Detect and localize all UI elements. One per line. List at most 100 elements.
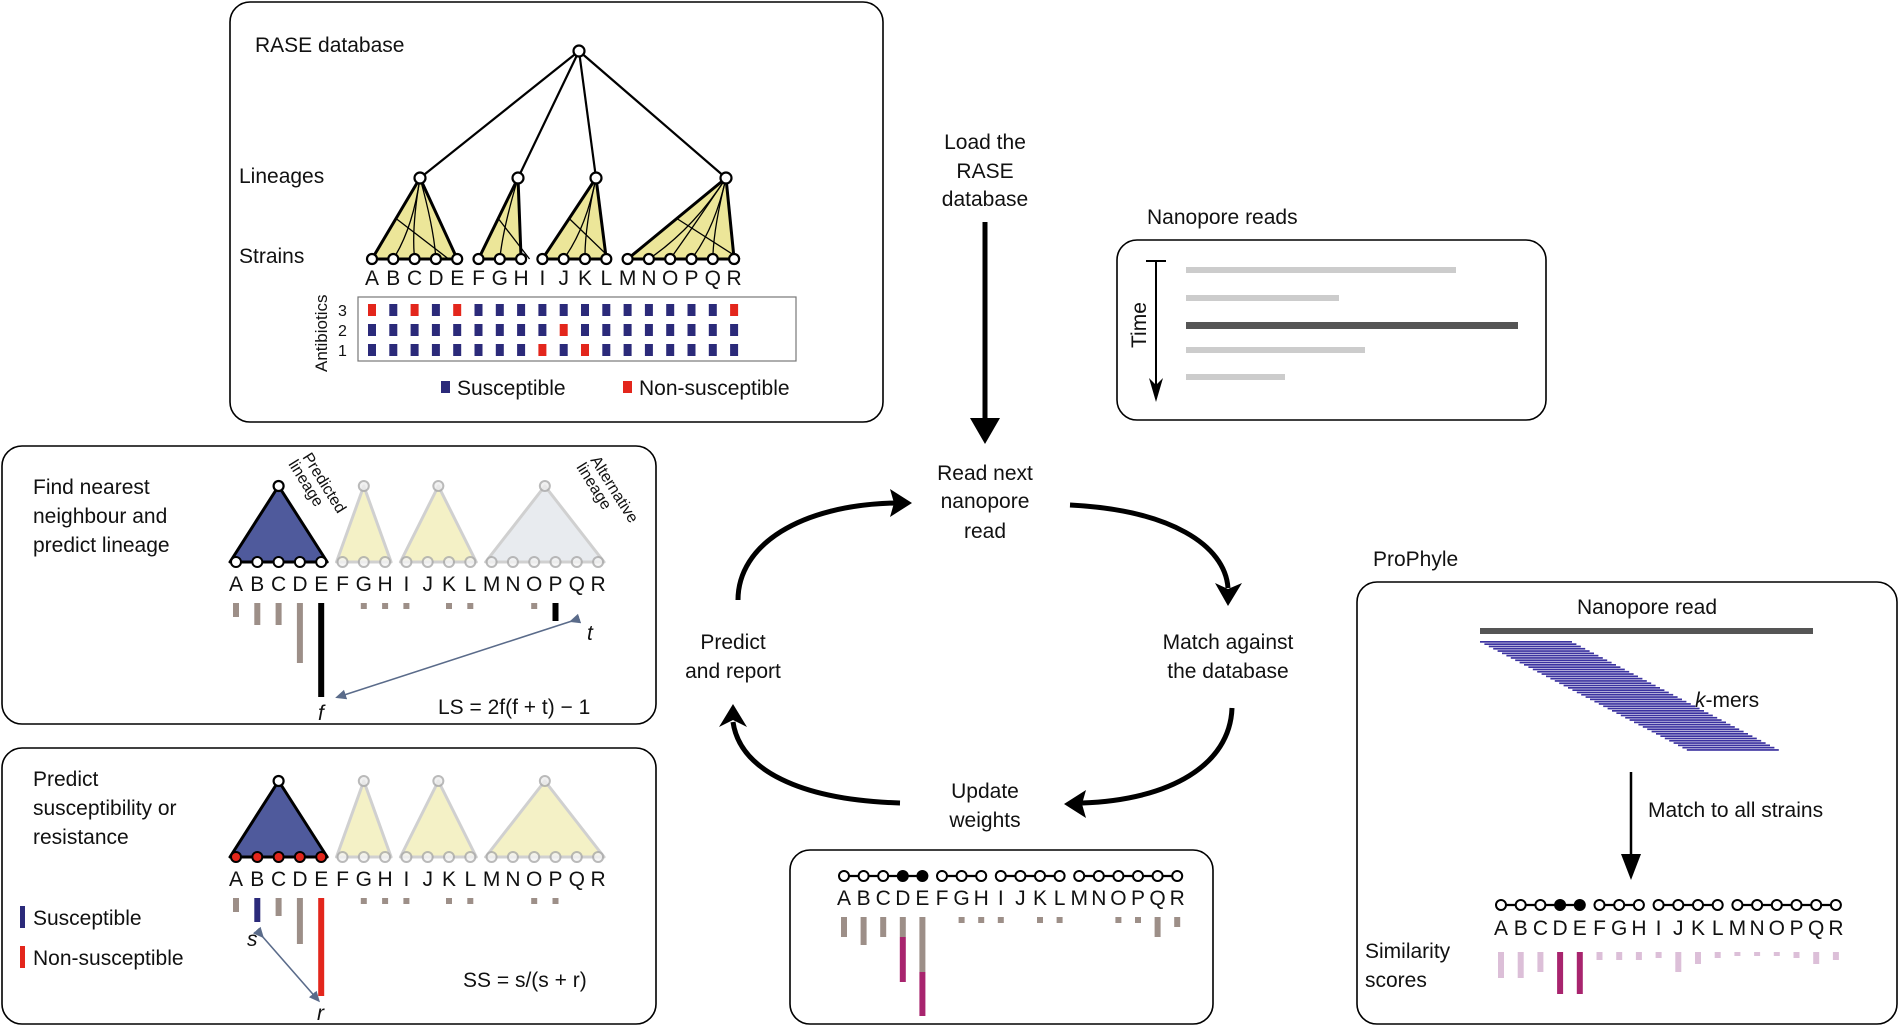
kmer-31 — [1612, 710, 1704, 712]
row-node-l — [1053, 870, 1066, 882]
lineage-f-label: f — [318, 702, 326, 725]
matrix-cell-3-q — [708, 304, 717, 316]
strain-letter-l: L — [464, 868, 476, 891]
kmer-38 — [1642, 726, 1735, 728]
legend-non-susceptible-swatch — [623, 381, 632, 393]
matrix-cell-1-l — [602, 344, 611, 356]
bar-g — [360, 898, 367, 904]
kmer-32 — [1616, 712, 1709, 714]
lineage-node-2 — [511, 171, 525, 185]
row-node-d — [1554, 899, 1567, 911]
faded-strain-node-h — [379, 556, 392, 568]
matrix-cell-2-p — [687, 324, 696, 336]
bar-i — [403, 898, 410, 904]
update-weights-line-1: Update — [951, 780, 1019, 803]
strain-letter-l: L — [1054, 887, 1066, 910]
strain-letter-i: I — [403, 573, 409, 596]
strain-letter-e: E — [1573, 917, 1587, 940]
sim-bar-f — [1596, 952, 1603, 960]
kmer-44 — [1669, 739, 1762, 742]
faded-strain-node-m — [485, 556, 498, 568]
matrix-cell-2-g — [495, 324, 504, 336]
kmer-17 — [1550, 677, 1643, 680]
strain-letter-d: D — [292, 573, 307, 596]
faded-strain-node-q — [570, 556, 583, 568]
strain-node-i — [536, 252, 549, 266]
kmers-rest: -mers — [1706, 689, 1760, 712]
legend-susceptible-label: Susceptible — [457, 377, 566, 400]
kmer-42 — [1660, 735, 1753, 737]
bar-a — [233, 603, 239, 617]
strain-node-m — [621, 252, 634, 266]
strain-letter-m: M — [483, 573, 501, 596]
row-node-i — [994, 870, 1007, 882]
workflow-cycle: Load the RASE database Read next nanopor… — [685, 131, 1293, 832]
strain-letter-q: Q — [569, 868, 585, 891]
faded-strain-node-n — [506, 556, 519, 568]
matrix-cell-1-g — [495, 344, 504, 356]
bar-r — [1174, 917, 1181, 927]
matrix-cell-1-n — [644, 344, 653, 356]
kmer-10 — [1519, 661, 1612, 664]
lineage-node-1 — [413, 171, 427, 185]
similarity-label-line-2: scores — [1365, 969, 1427, 992]
susceptibility-title-line-1: Predict — [33, 768, 99, 791]
row-node-m — [1073, 870, 1086, 882]
nanopore-read-5 — [1186, 374, 1285, 380]
strain-letter-p: P — [1789, 917, 1803, 940]
matrix-cell-1-b — [389, 344, 398, 356]
row-node-r — [1829, 899, 1842, 911]
strain-letter-k: K — [578, 267, 592, 290]
strain-letter-m: M — [619, 267, 637, 290]
kmer-46 — [1678, 744, 1770, 747]
strain-letter-a: A — [1494, 917, 1508, 940]
kmer-19 — [1559, 682, 1652, 685]
matrix-cell-2-i — [538, 324, 547, 336]
nanopore-read-2 — [1186, 295, 1339, 301]
lineages-label: Lineages — [239, 165, 324, 188]
row-node-k — [1034, 870, 1046, 882]
predicted-strain-node-c — [272, 851, 285, 863]
strain-node-r — [727, 252, 741, 266]
match-strains-arrow-head — [1621, 854, 1641, 880]
bar-d — [296, 898, 303, 944]
strain-letter-c: C — [1533, 917, 1548, 940]
row-node-b — [857, 870, 870, 882]
predicted-strain-node-d — [293, 556, 306, 568]
kmer-48 — [1686, 749, 1779, 751]
matrix-cell-2-l — [602, 324, 611, 336]
prophyle-read-label: Nanopore read — [1577, 596, 1717, 619]
kmer-21 — [1568, 687, 1660, 689]
row-node-h — [1632, 899, 1645, 911]
antibiotic-number-2: 2 — [338, 323, 347, 340]
strain-letter-p: P — [548, 573, 562, 596]
bar-p — [552, 898, 559, 904]
sim-bar-c — [1537, 952, 1544, 972]
susceptibility-s-r-arrow — [252, 926, 320, 1003]
legend-non-susceptible-label: Non-susceptible — [639, 377, 790, 400]
matrix-cell-1-j — [559, 344, 568, 356]
row-node-c — [1534, 899, 1547, 911]
matrix-cell-3-d — [431, 304, 440, 316]
antibiotic-matrix-frame — [357, 296, 797, 362]
strain-letter-l: L — [464, 573, 476, 596]
predicted-lineage-node — [272, 774, 285, 788]
strain-letter-a: A — [229, 868, 243, 891]
matrix-cell-2-o — [666, 324, 675, 336]
strain-letter-d: D — [428, 267, 443, 290]
strain-letter-j: J — [1015, 887, 1026, 910]
matrix-cell-2-r — [730, 324, 739, 336]
matrix-cell-2-f — [474, 324, 483, 336]
strain-letter-d: D — [1553, 917, 1568, 940]
susceptibility-title-line-2: susceptibility or — [33, 797, 177, 820]
strain-letter-j: J — [422, 573, 433, 596]
matrix-cell-3-m — [623, 304, 632, 316]
faded-lineage-3 — [398, 484, 478, 564]
row-node-e — [1573, 899, 1586, 911]
bar-e-f — [318, 603, 325, 697]
strain-node-e — [451, 252, 464, 266]
row-node-h — [975, 870, 988, 882]
row-node-n — [1751, 899, 1764, 911]
matrix-cell-2-a — [368, 324, 376, 336]
